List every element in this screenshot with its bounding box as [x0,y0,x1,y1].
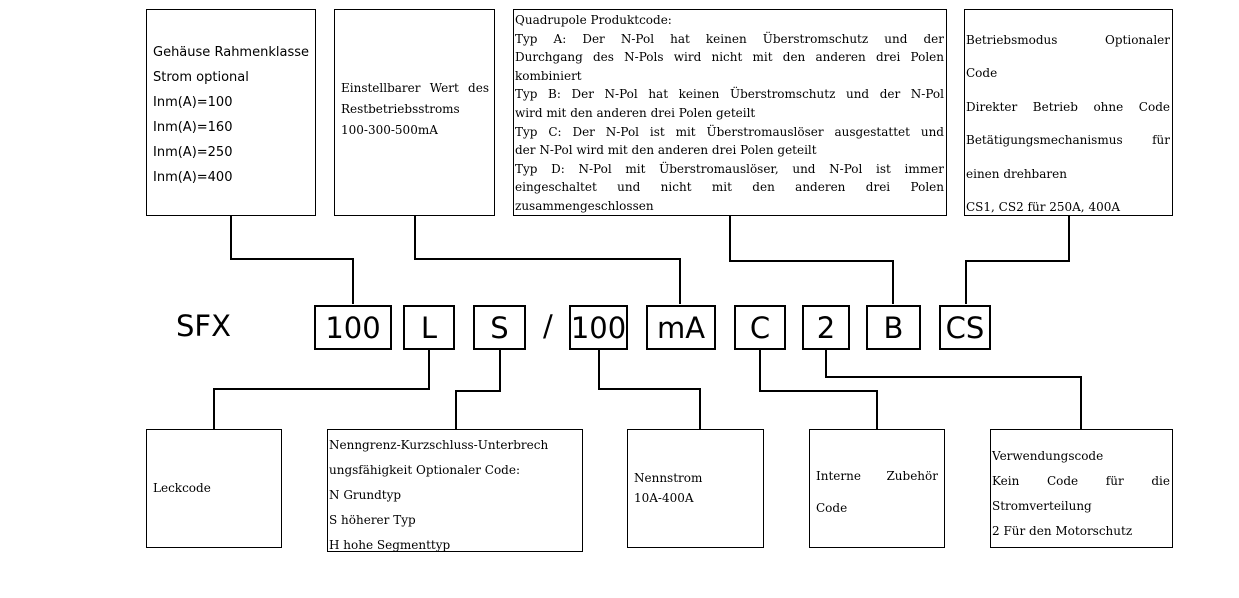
separator-slash: / [543,309,553,343]
operation-line-0: Betriebsmodus Optionaler [966,33,1170,47]
operation-line-3: Betätigungsmechanismus für [966,133,1170,148]
code-box-current: 100 [314,305,392,350]
connector-2-to-usage [825,350,1082,430]
accessory-line-0: Interne Zubehör [816,469,938,483]
prefix-label: SFX [176,309,231,343]
usage-line-3: 2 Für den Motorschutz [992,524,1133,538]
operation-line-1: Code [966,66,998,81]
quad-line-5: wird mit den anderen drei Polen geteilt [515,105,756,120]
leak-line-0: Leckcode [153,481,211,495]
connector-residual-to-ma [414,215,681,304]
code-box-rated: 100 [569,305,628,350]
breaking-line-1: ungsfähigkeit Optionaler Code: [329,463,520,477]
quad-line-7: der N-Pol wird mit den anderen drei Pole… [515,143,817,158]
breaking-line-4: H hohe Segmenttyp [329,538,451,552]
connector-operation-to-cs [965,215,1070,304]
usage-line-1: Kein Code für die [992,474,1170,488]
breaking-line-2: N Grundtyp [329,488,402,502]
code-box-quadrupole: B [866,305,921,350]
quad-line-9: eingeschaltet und nicht mit den anderen … [515,180,944,195]
operation-mode-box: Betriebsmodus Optionaler Code Direkter B… [964,9,1173,216]
connector-quadrupole-to-b [729,215,894,304]
breaking-line-0: Nenngrenz-Kurzschluss-Unterbrech [329,438,549,452]
operation-line-4: einen drehbaren [966,166,1067,181]
usage-code-box: Verwendungscode Kein Code für die Stromv… [990,429,1173,548]
code-box-usage: 2 [802,305,850,350]
rated-line-0: Nennstrom [634,471,703,485]
internal-accessory-box: Interne Zubehör Code [809,429,945,548]
connector-l-to-leak [213,350,430,430]
quad-line-1: Typ A: Der N-Pol hat keinen Überstromsch… [515,31,944,46]
frame-line-2: Inm(A)=100 [153,95,233,110]
connector-c-to-accessory [759,350,878,430]
usage-line-2: Stromverteilung [992,499,1092,513]
breaking-line-3: S höherer Typ [329,513,416,527]
operation-line-5: CS1, CS2 für 250A, 400A [966,200,1121,215]
operation-line-2: Direkter Betrieb ohne Code [966,99,1170,114]
breaking-capacity-box: Nenngrenz-Kurzschluss-Unterbrech ungsfäh… [327,429,583,552]
code-box-leak: L [403,305,455,350]
code-box-accessory: C [734,305,786,350]
connector-s-to-breaking [455,350,501,430]
quad-line-8: Typ D: N-Pol mit Überstromauslöser, und … [515,161,944,176]
usage-line-0: Verwendungscode [992,449,1104,463]
frame-line-1: Strom optional [153,70,249,85]
quad-line-4: Typ B: Der N-Pol hat keinen Überstromsch… [515,87,944,102]
quad-line-2: Durchgang des N-Pols wird nicht mit den … [515,50,944,65]
accessory-line-1: Code [816,501,848,515]
residual-line-2: 100-300-500mA [341,123,438,137]
frame-line-3: Inm(A)=160 [153,120,233,135]
quad-line-6: Typ C: Der N-Pol ist mit Überstromauslös… [515,124,944,139]
quad-line-10: zusammengeschlossen [515,198,654,213]
connector-100-to-rated [598,350,701,430]
residual-line-1: Restbetriebsstroms [341,102,460,116]
connector-frame-to-100 [230,215,354,304]
leak-code-box: Leckcode [146,429,282,548]
frame-line-4: Inm(A)=250 [153,145,233,160]
rated-line-1: 10A-400A [634,491,694,505]
frame-line-0: Gehäuse Rahmenklasse [153,45,309,60]
code-box-residual: mA [646,305,716,350]
quad-line-0: Quadrupole Produktcode: [515,13,672,27]
quad-line-3: kombiniert [515,68,582,83]
code-box-operation: CS [939,305,991,350]
rated-current-box: Nennstrom 10A-400A [627,429,764,548]
residual-current-box: Einstellbarer Wert des Restbetriebsstrom… [334,9,495,216]
quadrupole-code-box: Quadrupole Produktcode: Typ A: Der N-Pol… [513,9,947,216]
frame-line-5: Inm(A)=400 [153,170,233,185]
code-box-breaking: S [473,305,526,350]
frame-class-box: Gehäuse Rahmenklasse Strom optional Inm(… [146,9,316,216]
residual-line-0: Einstellbarer Wert des [341,81,489,95]
